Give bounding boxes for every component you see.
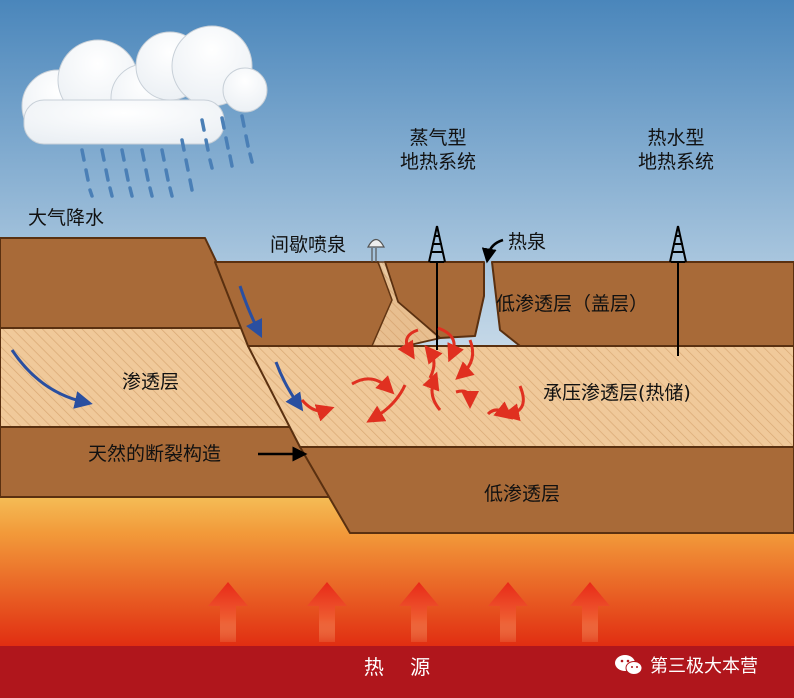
drill-rig-icon bbox=[669, 225, 687, 356]
steam-system-line2: 地热系统 bbox=[399, 151, 476, 173]
watermark: 第三极大本营 bbox=[614, 652, 758, 678]
geyser-label: 间歇喷泉 bbox=[270, 234, 347, 256]
heat-arrow-icon bbox=[488, 582, 528, 642]
fault-label: 天然的断裂构造 bbox=[88, 443, 222, 465]
water-flow-arrows bbox=[10, 285, 304, 412]
hot-spring-label: 热泉 bbox=[508, 231, 547, 253]
precipitation-label: 大气降水 bbox=[28, 207, 105, 229]
watermark-text: 第三极大本营 bbox=[650, 656, 758, 677]
heat-arrow-icon bbox=[208, 582, 248, 642]
heat-arrow-icon bbox=[399, 582, 439, 642]
heat-source-label: 热 源 bbox=[363, 655, 431, 679]
cap-layer-label: 低渗透层（盖层） bbox=[496, 293, 649, 315]
steam-system-label: 蒸气型 地热系统 bbox=[388, 126, 488, 174]
right-reservoir-layer bbox=[247, 345, 794, 448]
low-perm-layer-label: 低渗透层 bbox=[484, 483, 561, 505]
hotwater-system-line1: 热水型 bbox=[647, 127, 705, 149]
wechat-icon bbox=[615, 655, 643, 675]
heat-arrow-icon bbox=[307, 582, 347, 642]
cloud-icon bbox=[21, 25, 268, 145]
hotwater-system-label: 热水型 地热系统 bbox=[626, 126, 726, 174]
confined-reservoir-label: 承压渗透层(热储) bbox=[543, 382, 691, 404]
heat-arrow-icon bbox=[570, 582, 610, 642]
left-cap-layer bbox=[0, 237, 249, 329]
steam-system-line1: 蒸气型 bbox=[409, 127, 467, 149]
convection-arrows bbox=[300, 326, 525, 423]
heat-arrows bbox=[208, 582, 610, 642]
hot-spring-pointer bbox=[481, 238, 504, 264]
rain-icon bbox=[80, 114, 254, 198]
permeable-layer-label: 渗透层 bbox=[122, 371, 180, 393]
heat-source-band bbox=[0, 646, 794, 698]
right-cap-layer-3 bbox=[491, 261, 794, 347]
hotwater-system-line2: 地热系统 bbox=[637, 151, 714, 173]
fault-zone bbox=[370, 261, 442, 347]
drill-rig-icon bbox=[428, 225, 446, 350]
geyser-icon bbox=[366, 238, 386, 262]
